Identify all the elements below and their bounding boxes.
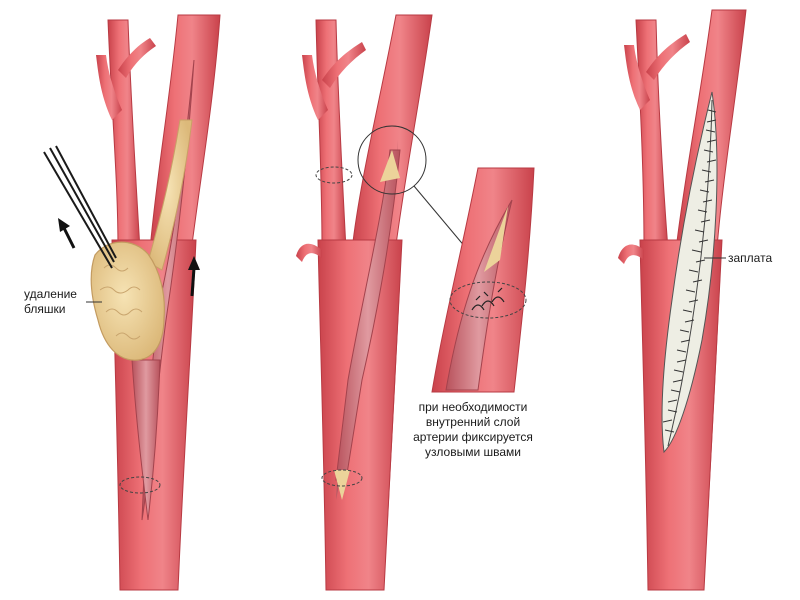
forceps-icon xyxy=(43,145,117,269)
panel-plaque-removal xyxy=(43,14,221,591)
branch-artery xyxy=(322,42,366,88)
plaque-tip xyxy=(380,150,400,182)
arteriotomy-lumen xyxy=(335,149,401,481)
branch-artery xyxy=(118,38,156,78)
dashed-marker xyxy=(449,281,527,319)
superior-thyroid-artery xyxy=(618,244,644,264)
patch-sutures xyxy=(662,109,717,433)
arrow-up-icon xyxy=(188,256,200,297)
common-carotid-artery xyxy=(317,239,403,591)
panel-patch-closure xyxy=(618,9,747,591)
external-carotid-artery xyxy=(635,19,669,251)
branch-artery xyxy=(96,55,122,120)
suture-stitches xyxy=(471,287,505,311)
plaque-tip xyxy=(334,470,350,500)
branch-artery xyxy=(646,34,690,80)
label-suture-note: при необходимости внутренний слой артери… xyxy=(413,400,533,459)
label-patch: заплата xyxy=(728,251,773,265)
dashed-marker xyxy=(315,166,353,184)
label-plaque-removal: удаление бляшки xyxy=(24,287,77,316)
dashed-marker xyxy=(119,476,161,494)
zoom-leader xyxy=(413,185,467,249)
panel-closed-intima xyxy=(296,14,467,591)
superior-thyroid-artery xyxy=(296,243,322,262)
branch-artery xyxy=(624,45,650,110)
external-carotid-artery xyxy=(315,19,347,251)
patch-graft xyxy=(661,91,718,454)
zoom-circle xyxy=(357,125,427,195)
arteriotomy-lumen xyxy=(131,359,161,521)
dashed-marker xyxy=(321,469,363,487)
plaque-mass xyxy=(90,241,165,361)
plaque-tip xyxy=(484,206,508,272)
branch-artery xyxy=(302,55,328,120)
arrow-up-icon xyxy=(58,218,76,249)
internal-carotid-artery xyxy=(351,14,433,261)
inset-magnified-suture xyxy=(431,167,535,393)
external-carotid-artery xyxy=(107,19,141,251)
